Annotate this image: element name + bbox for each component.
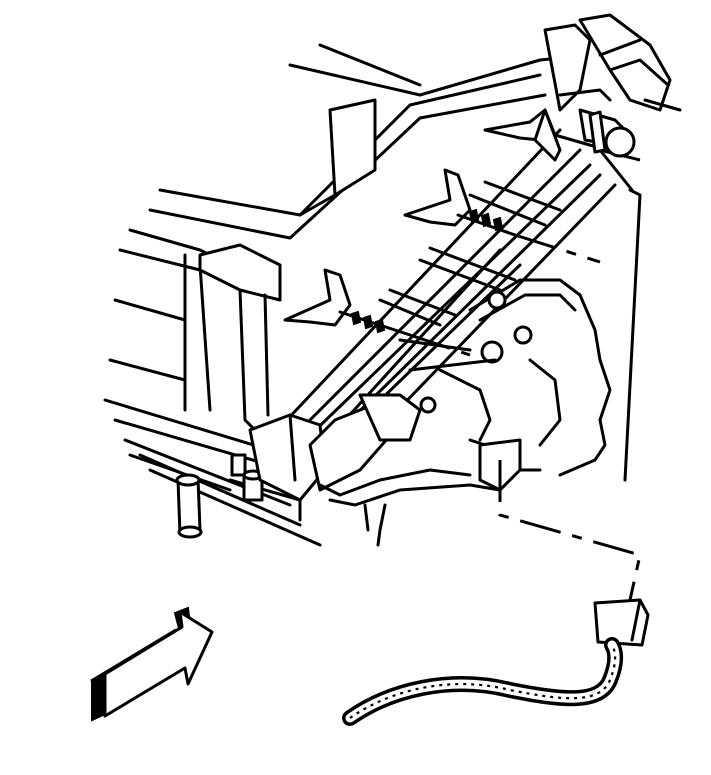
mounting-screw-middle	[403, 168, 601, 264]
wiring-harness-conduit	[342, 637, 624, 726]
view-direction-arrow	[89, 606, 214, 722]
mode-door-actuator-bracket	[248, 128, 617, 547]
mounting-screw-lower	[283, 268, 471, 357]
electrical-connector	[498, 460, 650, 647]
mounting-screw-upper	[483, 108, 641, 162]
hvac-module-housing	[103, 43, 642, 547]
actuator-body	[398, 278, 612, 477]
actuator-link-shaft	[543, 13, 682, 158]
